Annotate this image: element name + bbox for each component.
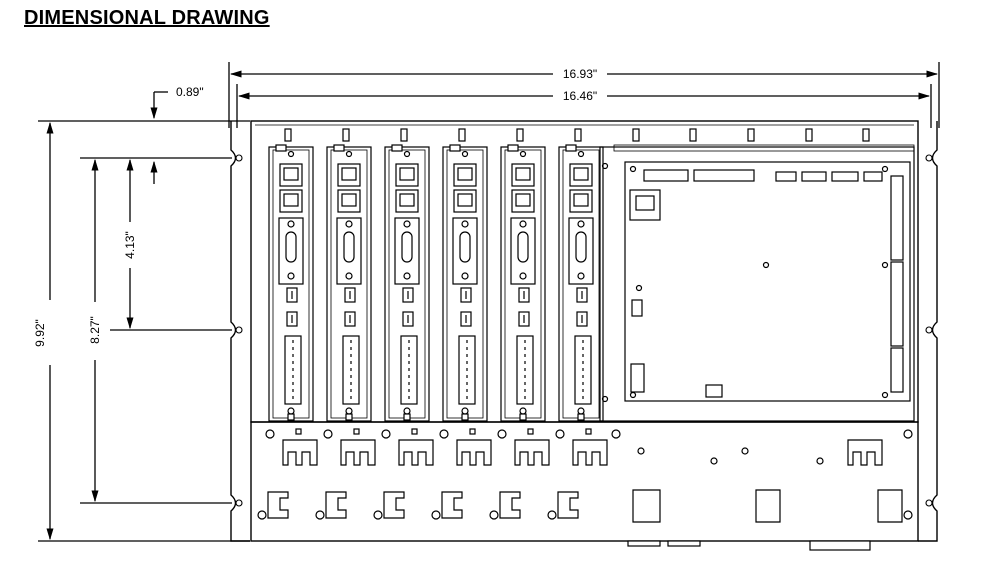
dimension-overall-width — [228, 62, 940, 128]
mid-span-label: 4.13" — [123, 231, 137, 259]
mounting-span-label: 8.27" — [88, 316, 102, 344]
flange-holes — [235, 154, 933, 507]
inner-width-label: 16.46" — [563, 89, 597, 103]
overall-width-label: 16.93" — [563, 67, 597, 81]
terminal-clip — [257, 428, 318, 520]
dimension-top-offset — [150, 91, 168, 184]
overall-height-label: 9.92" — [33, 319, 47, 347]
panel-details — [611, 429, 913, 551]
top-slots — [284, 128, 870, 142]
top-offset-label: 0.89" — [176, 85, 204, 99]
drawing-title: DIMENSIONAL DRAWING — [24, 7, 270, 29]
controller-board — [599, 144, 915, 422]
chassis — [230, 120, 938, 542]
drive-module — [268, 144, 314, 422]
extension-lines — [38, 120, 250, 542]
